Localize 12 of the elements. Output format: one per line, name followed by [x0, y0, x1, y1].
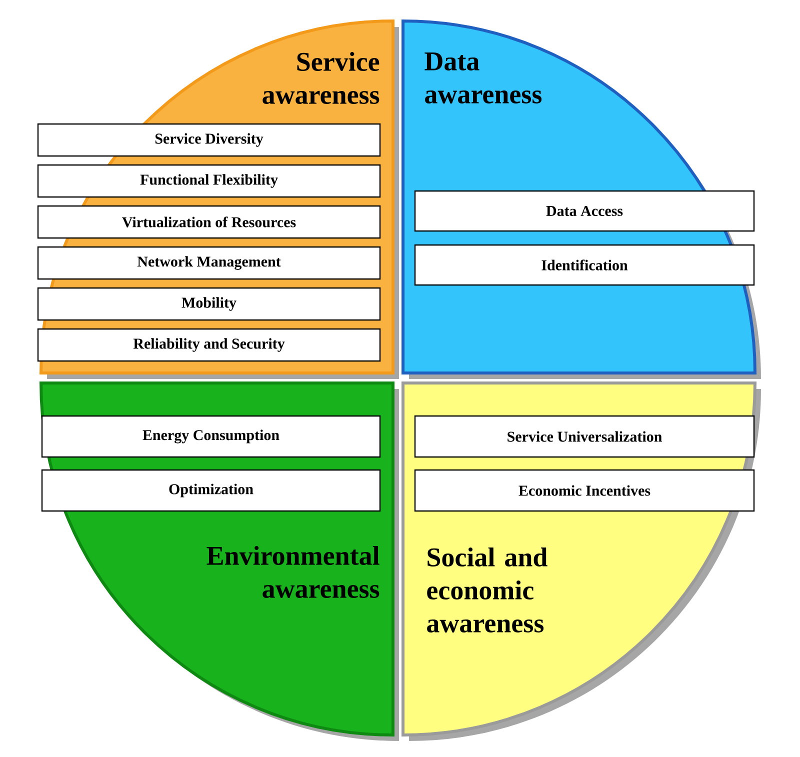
label-box: Economic Incentives — [414, 469, 755, 512]
label-box: Mobility — [37, 287, 381, 321]
label-box: Reliability and Security — [37, 328, 381, 362]
label-box: Identification — [414, 244, 755, 286]
label-box: Network Management — [37, 246, 381, 280]
label-box: Functional Flexibility — [37, 164, 381, 198]
label-box: Service Diversity — [37, 123, 381, 157]
label-box: Optimization — [41, 469, 381, 512]
label-box: Energy Consumption — [41, 415, 381, 458]
label-box: Virtualization of Resources — [37, 205, 381, 239]
label-box: Service Universalization — [414, 415, 755, 458]
label-box: Data Access — [414, 190, 755, 232]
